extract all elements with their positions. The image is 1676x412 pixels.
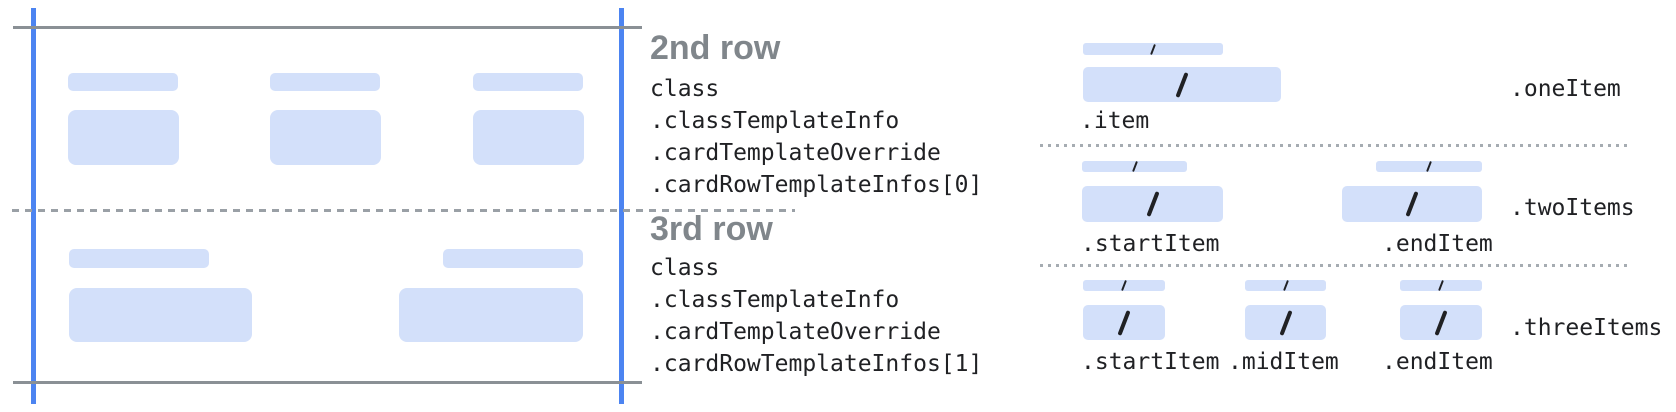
slash-icon — [1278, 309, 1293, 336]
row3-col1-label-bar — [69, 249, 209, 268]
code-line: .cardRowTemplateInfos[1] — [650, 351, 983, 377]
three-items-row-label: .threeItems — [1510, 315, 1663, 341]
row3-class-path: class .classTemplateInfo .cardTemplateOv… — [650, 252, 982, 380]
code-line: .cardTemplateOverride — [650, 319, 941, 345]
end-item-label-bar — [1376, 161, 1482, 172]
row3-col1-value-box — [69, 288, 252, 342]
row2-col2-label-bar — [270, 73, 380, 91]
two-items-row-label: .twoItems — [1510, 195, 1635, 221]
row2-col1-label-bar — [68, 73, 178, 91]
slash-icon — [1282, 280, 1289, 291]
slash-icon — [1131, 161, 1138, 172]
top-guide-line — [13, 26, 642, 29]
row3-col2-value-box — [399, 288, 583, 342]
mid-item-label-bar — [1245, 280, 1326, 291]
code-line: class — [650, 255, 720, 281]
code-line: .classTemplateInfo — [650, 108, 900, 134]
slash-icon — [1117, 309, 1131, 336]
row-divider-dashed-line — [12, 209, 795, 212]
one-item-label-bar — [1083, 43, 1223, 55]
slash-icon — [1426, 161, 1432, 172]
card-template-mockup — [0, 0, 800, 412]
section-divider-dotted-line — [1040, 264, 1632, 267]
start-item-field-label: .startItem — [1081, 349, 1220, 375]
code-line: class — [650, 76, 720, 102]
one-item-value-bar — [1083, 67, 1281, 102]
row2-class-path: class .classTemplateInfo .cardTemplateOv… — [650, 73, 982, 201]
start-item-label-bar — [1082, 161, 1187, 172]
mid-item-field-label: .midItem — [1228, 349, 1339, 375]
end-item-value-bar — [1400, 305, 1482, 340]
left-margin-guide-line — [31, 8, 36, 404]
section-divider-dotted-line — [1040, 144, 1632, 147]
slash-icon — [1175, 71, 1189, 98]
bottom-guide-line — [13, 381, 642, 384]
row2-title: 2nd row — [650, 29, 781, 67]
slash-icon — [1150, 43, 1156, 55]
slash-icon — [1405, 191, 1419, 217]
row2-col1-value-box — [68, 110, 179, 165]
start-item-label-bar — [1083, 280, 1165, 291]
start-item-value-bar — [1083, 305, 1165, 340]
slash-icon — [1434, 309, 1448, 336]
item-field-label: .item — [1080, 108, 1150, 134]
end-item-label-bar — [1400, 280, 1482, 291]
start-item-field-label: .startItem — [1081, 231, 1220, 257]
one-item-row-label: .oneItem — [1510, 76, 1621, 102]
code-line: .cardRowTemplateInfos[0] — [650, 172, 983, 198]
end-item-value-bar — [1342, 186, 1482, 222]
code-line: .cardTemplateOverride — [650, 140, 941, 166]
end-item-field-label: .endItem — [1382, 349, 1493, 375]
mid-item-value-bar — [1245, 305, 1326, 340]
row2-col3-value-box — [473, 110, 584, 165]
start-item-value-bar — [1082, 186, 1223, 222]
slash-icon — [1438, 280, 1444, 291]
code-line: .classTemplateInfo — [650, 287, 900, 313]
slash-icon — [1121, 280, 1127, 291]
end-item-field-label: .endItem — [1382, 231, 1493, 257]
right-margin-guide-line — [619, 8, 624, 404]
row2-col2-value-box — [270, 110, 381, 165]
row3-title: 3rd row — [650, 210, 773, 248]
row2-col3-label-bar — [473, 73, 583, 91]
row3-col2-label-bar — [443, 249, 583, 268]
slash-icon — [1145, 191, 1160, 217]
